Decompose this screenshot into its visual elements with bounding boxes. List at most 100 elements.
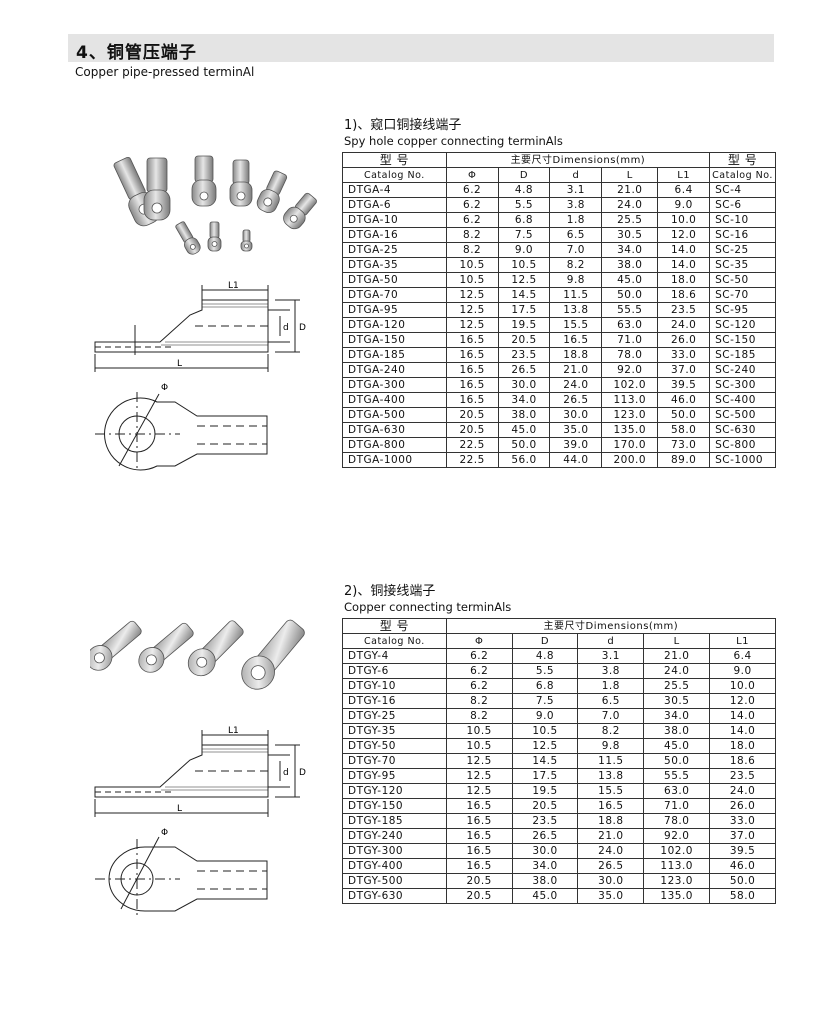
table-cell: 46.0	[657, 392, 711, 408]
table-cell: 24.0	[601, 197, 659, 213]
table-cell: 18.0	[709, 738, 776, 754]
spec-table-dtga: 型 号 主要尺寸Dimensions(mm) 型 号 Catalog No. Φ…	[342, 152, 776, 468]
table-cell: SC-630	[709, 422, 776, 438]
table-cell: DTGY-400	[342, 858, 447, 874]
table-cell: 20.5	[511, 798, 579, 814]
table-cell: SC-4	[709, 182, 776, 198]
table-cell: 12.0	[657, 227, 711, 243]
table-cell: 102.0	[601, 377, 659, 393]
table-cell: DTGA-120	[342, 317, 447, 333]
table-cell: 10.5	[445, 738, 513, 754]
table-cell: 10.0	[657, 212, 711, 228]
table-cell: 50.0	[497, 437, 551, 453]
table-cell: 37.0	[657, 362, 711, 378]
table-cell: 21.0	[577, 828, 645, 844]
dim-label-L: L	[177, 359, 182, 369]
table-cell: 5.5	[511, 663, 579, 679]
table-cell: 4.8	[511, 648, 579, 664]
table-cell: 135.0	[643, 888, 711, 904]
table-cell: DTGY-10	[342, 678, 447, 694]
table-cell: DTGA-70	[342, 287, 447, 303]
table-cell: DTGY-25	[342, 708, 447, 724]
table-cell: 22.5	[445, 452, 499, 468]
table-cell: DTGA-50	[342, 272, 447, 288]
table-cell: 9.8	[549, 272, 603, 288]
table-cell: SC-240	[709, 362, 776, 378]
table-cell: 78.0	[601, 347, 659, 363]
table-cell: 21.0	[601, 182, 659, 198]
table-cell: 24.0	[577, 843, 645, 859]
table-cell: 24.0	[643, 663, 711, 679]
table-cell: 6.4	[709, 648, 776, 664]
table-cell: 16.5	[445, 798, 513, 814]
section2-subtitle: Copper connecting terminAls	[344, 600, 512, 614]
spec-table-dtgy: 型 号 主要尺寸Dimensions(mm) Catalog No. Φ D d…	[342, 618, 777, 904]
table-cell: 1.8	[549, 212, 603, 228]
table-cell: 135.0	[601, 422, 659, 438]
table-cell: 12.0	[709, 693, 776, 709]
table-cell: 10.5	[445, 723, 513, 739]
dim-label-D: D	[299, 323, 306, 333]
table-cell: 16.5	[445, 813, 513, 829]
table-cell: 26.0	[657, 332, 711, 348]
table-cell: 34.0	[511, 858, 579, 874]
table-cell: 34.0	[643, 708, 711, 724]
table-cell: 9.8	[577, 738, 645, 754]
side-view-drawing-spy-hole: L1 d D L	[94, 281, 306, 372]
table-cell: 37.0	[709, 828, 776, 844]
table-cell: 16.5	[445, 377, 499, 393]
table-cell: 33.0	[657, 347, 711, 363]
table-cell: 9.0	[497, 242, 551, 258]
table-cell: 63.0	[601, 317, 659, 333]
col-D: D	[497, 167, 551, 183]
table-cell: 50.0	[643, 753, 711, 769]
table-cell: 24.0	[709, 783, 776, 799]
catalog-header-right: Catalog No.	[709, 167, 776, 183]
table-cell: SC-800	[709, 437, 776, 453]
table-cell: 7.0	[549, 242, 603, 258]
table-cell: 16.5	[445, 858, 513, 874]
col-d: d	[549, 167, 603, 183]
table-cell: 19.5	[497, 317, 551, 333]
table-cell: DTGY-185	[342, 813, 447, 829]
col-L1: L1	[709, 633, 776, 649]
table-cell: 71.0	[601, 332, 659, 348]
table-cell: 23.5	[511, 813, 579, 829]
table-cell: 30.0	[511, 843, 579, 859]
table-cell: 17.5	[497, 302, 551, 318]
table-cell: 24.0	[657, 317, 711, 333]
col-phi: Φ	[445, 633, 513, 649]
table-cell: 6.5	[577, 693, 645, 709]
table-cell: 16.5	[549, 332, 603, 348]
table-cell: 89.0	[657, 452, 711, 468]
table-cell: 19.5	[511, 783, 579, 799]
table-cell: 123.0	[643, 873, 711, 889]
table-cell: 6.2	[445, 663, 513, 679]
table-cell: DTGA-630	[342, 422, 447, 438]
table-cell: DTGA-4	[342, 182, 447, 198]
table-cell: SC-1000	[709, 452, 776, 468]
table-cell: DTGY-4	[342, 648, 447, 664]
table-cell: 13.8	[549, 302, 603, 318]
col-L: L	[601, 167, 659, 183]
table-cell: DTGA-300	[342, 377, 447, 393]
model-header: 型 号	[342, 618, 447, 634]
table-cell: 63.0	[643, 783, 711, 799]
table-cell: 15.5	[577, 783, 645, 799]
table-cell: SC-16	[709, 227, 776, 243]
table-cell: SC-500	[709, 407, 776, 423]
table-cell: SC-185	[709, 347, 776, 363]
table-cell: 14.5	[497, 287, 551, 303]
table-cell: 92.0	[601, 362, 659, 378]
table-cell: 8.2	[445, 693, 513, 709]
table-cell: 26.5	[549, 392, 603, 408]
col-L1: L1	[657, 167, 711, 183]
